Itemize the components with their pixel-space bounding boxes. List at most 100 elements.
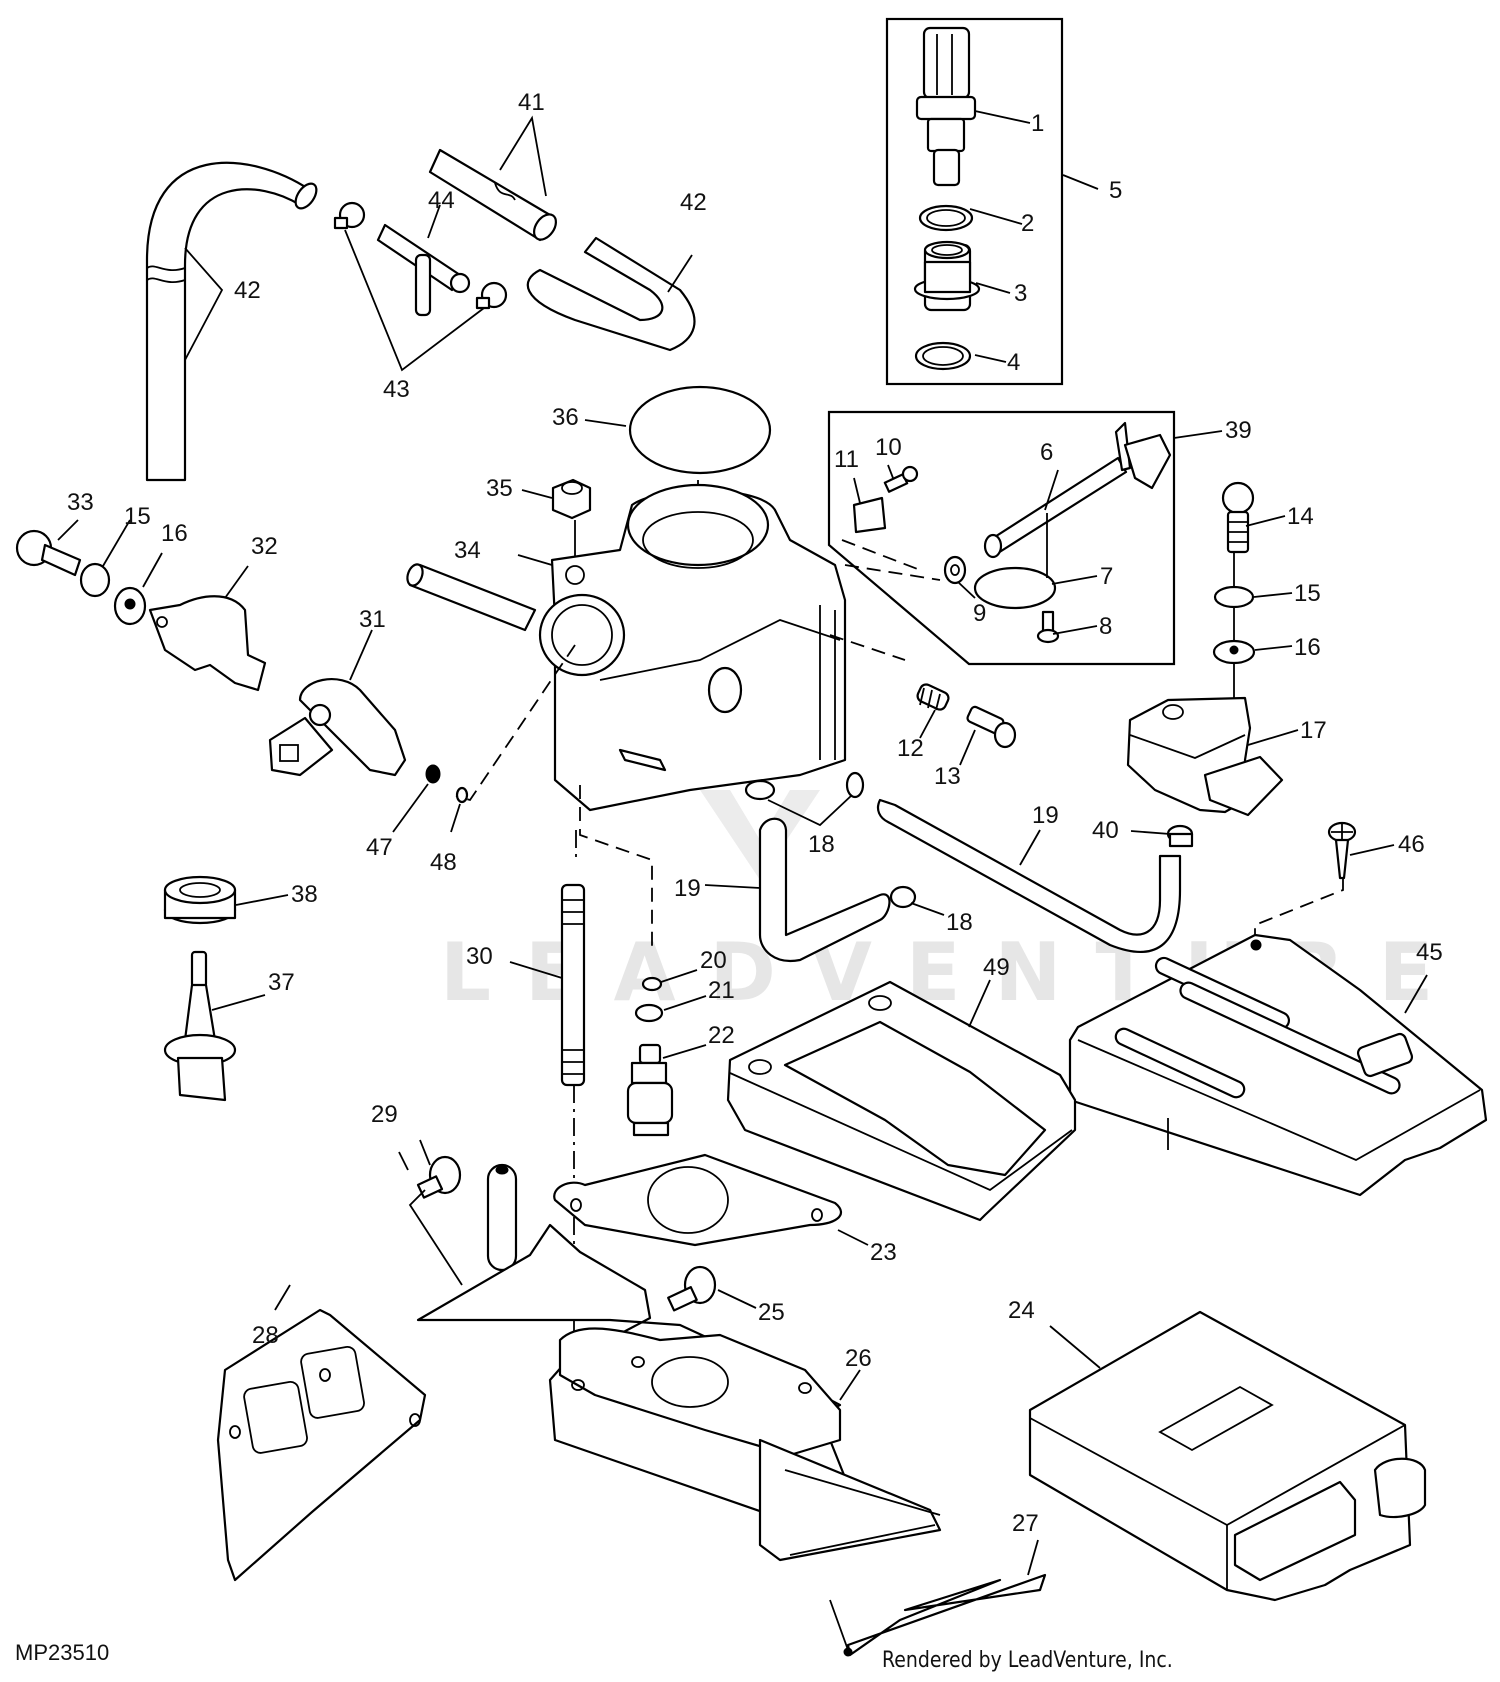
stud [560,883,586,1087]
hose-clip-40 [1166,824,1194,848]
callout-29: 29 [371,1101,398,1128]
callout-34: 34 [454,537,481,564]
callout-7: 7 [1100,563,1113,590]
callout-15-right: 15 [1294,580,1321,607]
callout-3: 3 [1014,280,1027,307]
callout-25: 25 [758,1299,785,1326]
callout-38: 38 [291,881,318,908]
callout-20: 20 [700,947,727,974]
flange-nut [551,478,592,520]
lock-washer-right [1213,585,1255,609]
clamp-screw [15,529,82,577]
injector-clamp [148,595,267,692]
callout-14: 14 [1287,503,1314,530]
throttle-position-sensor [1126,696,1284,817]
cover [1068,933,1488,1197]
callout-33: 33 [67,489,94,516]
idle-spring [916,683,950,711]
throttle-body-o-ring [628,385,772,475]
callout-31: 31 [359,606,386,633]
callout-22: 22 [708,1022,735,1049]
control-unit [1028,1310,1427,1602]
fuel-rail-tube [406,563,537,632]
sensor-adapter [913,240,981,312]
throttle-shaft [983,421,1172,559]
callout-42-right: 42 [680,189,707,216]
callout-16-right: 16 [1294,634,1321,661]
callout-21: 21 [708,977,735,1004]
callout-6: 6 [1040,439,1053,466]
grommet [163,875,237,925]
callout-47: 47 [366,834,393,861]
callout-46: 46 [1398,831,1425,858]
callout-28: 28 [252,1322,279,1349]
hose-clamp-18 [744,771,917,909]
hose-42-left [145,161,318,482]
callout-18-a: 18 [808,831,835,858]
lock-washer-left [79,562,111,598]
callout-2: 2 [1021,210,1034,237]
cover-screw [1327,821,1357,880]
throttle-plate [973,566,1057,610]
gasket [553,1153,843,1247]
throttle-body [538,483,847,812]
callout-11: 11 [834,446,859,473]
temperature-sensor [915,26,977,187]
callout-45: 45 [1416,939,1443,966]
callout-32: 32 [251,533,278,560]
hose-19-long [876,798,1182,953]
injector-seal [455,786,469,804]
retainer-plate [852,496,887,534]
callout-26: 26 [845,1345,872,1372]
shaft-kit-frame [827,410,1176,666]
fuel-injector [268,678,407,777]
callout-49: 49 [983,954,1010,981]
callout-39: 39 [1225,417,1252,444]
callout-19-a: 19 [674,875,701,902]
callout-40: 40 [1092,817,1119,844]
o-ring-21 [634,1003,664,1023]
sensor-kit-frame [885,17,1064,386]
bracket [726,980,1077,1222]
callout-1: 1 [1031,110,1044,137]
callout-48: 48 [430,849,457,876]
sensor-screw [1221,481,1255,554]
callout-19-b: 19 [1032,802,1059,829]
seal-20 [641,976,663,992]
callout-4: 4 [1007,349,1020,376]
pressure-regulator [626,1043,674,1137]
intake-gasket [216,1308,427,1582]
manifold-gasket [843,1573,1047,1657]
figure-id: MP23510 [15,1640,110,1665]
callout-8: 8 [1099,613,1112,640]
callout-43: 43 [383,376,410,403]
callout-37: 37 [268,969,295,996]
intake-manifold [416,1163,942,1562]
callout-12: 12 [897,735,924,762]
retainer-screw [883,465,919,493]
callout-10: 10 [875,434,902,461]
callout-36: 36 [552,404,579,431]
flange-bolt [416,1155,462,1199]
callout-30: 30 [466,943,493,970]
callout-23: 23 [870,1239,897,1266]
callout-41: 41 [518,89,545,116]
hose-41 [428,148,558,242]
injector-o-ring [425,764,441,784]
callout-18-b: 18 [946,909,973,936]
callout-17: 17 [1300,717,1327,744]
tee-fitting [376,223,471,317]
callout-16-left: 16 [161,520,188,547]
shaft-seal [943,555,967,585]
callout-42-left: 42 [234,277,261,304]
callout-9: 9 [973,600,986,627]
hose-42-right [526,236,696,352]
credit-text: Rendered by LeadVenture, Inc. [882,1648,1173,1673]
callout-labels: 1 2 3 4 5 6 7 8 9 10 11 12 13 14 15 16 1… [67,89,1443,1537]
manifold-bolt [667,1265,717,1312]
callout-5: 5 [1109,177,1122,204]
plate-screw [1036,610,1060,644]
watermark-logo [700,790,820,880]
callout-35: 35 [486,475,513,502]
